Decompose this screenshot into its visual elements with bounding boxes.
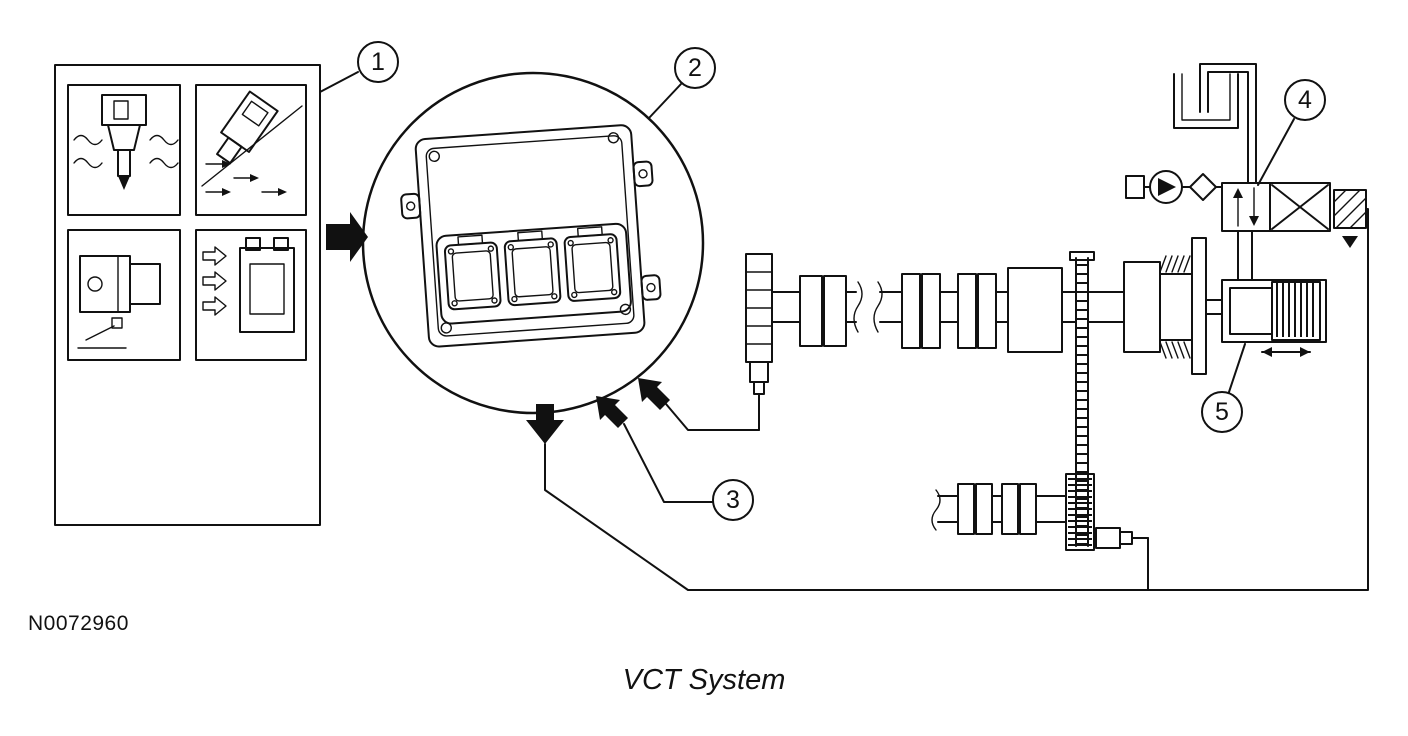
- pcm-connector: [443, 234, 502, 311]
- callout-2: 2: [674, 47, 716, 89]
- powertrain-control-module: [400, 124, 662, 348]
- vct-actuator: [1221, 279, 1327, 357]
- callout-2-label: 2: [688, 53, 702, 82]
- callout-3: 3: [712, 479, 754, 521]
- callout-leaders: [319, 71, 1295, 393]
- oil-pump: [1125, 170, 1223, 204]
- figure-caption: VCT System: [622, 664, 786, 696]
- engine-sensors-panel: [54, 64, 321, 526]
- vct-phaser: [1123, 237, 1223, 375]
- wiring-harness: [544, 208, 1369, 591]
- timing-chain: [1069, 251, 1095, 547]
- camshaft-position-sensor-lower: [1095, 527, 1149, 549]
- camshaft-position-sensor-upper: [749, 361, 769, 431]
- oil-reservoir: [1173, 73, 1239, 129]
- air-temp-sensor-icon: [201, 90, 303, 196]
- camshaft-upper: [745, 253, 1125, 431]
- callout-4: 4: [1284, 79, 1326, 121]
- fluid-temp-sensor-icon: [73, 94, 179, 190]
- oil-control-solenoid-valve: [1221, 182, 1331, 232]
- pcm-assembly: [361, 71, 705, 415]
- cmp-sensor-icon: [77, 255, 161, 349]
- callout-1: 1: [357, 41, 399, 83]
- callout-3-label: 3: [726, 485, 740, 514]
- pcm-signal-arrows: [526, 378, 670, 444]
- oil-circuit: [1125, 63, 1367, 281]
- camshaft-lower: [931, 473, 1149, 551]
- solenoid-coil: [1333, 189, 1367, 248]
- pcm-connector: [503, 230, 562, 307]
- callout-5: 5: [1201, 391, 1243, 433]
- callout-5-label: 5: [1215, 397, 1229, 426]
- pcm-connector: [563, 226, 622, 302]
- callout-4-label: 4: [1298, 85, 1312, 114]
- callout-1-label: 1: [371, 47, 385, 76]
- maf-sensor-icon: [202, 237, 295, 333]
- figure-number: N0072960: [28, 612, 129, 635]
- panel-to-pcm-arrow: [326, 212, 368, 262]
